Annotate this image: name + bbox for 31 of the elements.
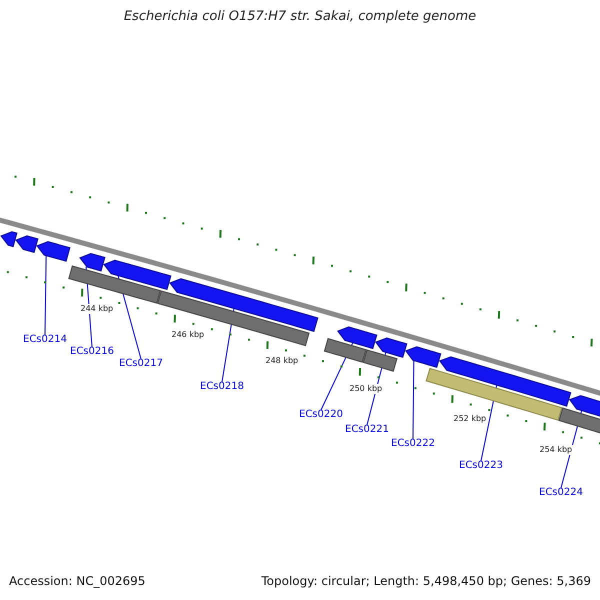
gene-segment — [404, 346, 442, 368]
gene-label: ECs0221 — [345, 425, 389, 435]
scale-label: 252 kbp — [452, 414, 488, 424]
scale-label: 250 kbp — [348, 384, 384, 394]
gene-segment — [36, 241, 70, 262]
gene-segment — [438, 356, 572, 407]
genome-info-text: Topology: circular; Length: 5,498,450 bp; Genes: 5,369 — [261, 575, 591, 587]
gene-label: ECs0216 — [70, 347, 114, 357]
gene-label: ECs0223 — [459, 461, 503, 471]
gene-segment — [103, 260, 172, 290]
gene-label: ECs0218 — [200, 382, 244, 392]
gene-segment — [337, 326, 378, 350]
gene-label: ECs0224 — [539, 488, 583, 498]
scale-label: 254 kbp — [538, 445, 574, 455]
gene-segment — [15, 235, 38, 253]
gene-label: ECs0214 — [23, 335, 67, 345]
gene-label: ECs0222 — [391, 439, 435, 449]
gene-segment — [0, 231, 18, 248]
scale-label: 248 kbp — [264, 356, 300, 366]
accession-text: Accession: NC_002695 — [9, 575, 146, 587]
scale-label: 244 kbp — [80, 304, 114, 314]
title-text: Escherichia coli O157:H7 str. Sakai, complete genome — [122, 10, 478, 23]
scale-label: 246 kbp — [170, 330, 206, 340]
gene-segment — [374, 338, 408, 358]
gene-label: ECs0217 — [119, 359, 163, 369]
gene-segment — [568, 395, 600, 418]
gene-segment — [79, 253, 106, 272]
leader-line — [412, 360, 414, 440]
leader-line — [44, 255, 47, 336]
gene-label: ECs0220 — [299, 410, 343, 420]
gene-segment — [169, 278, 318, 332]
